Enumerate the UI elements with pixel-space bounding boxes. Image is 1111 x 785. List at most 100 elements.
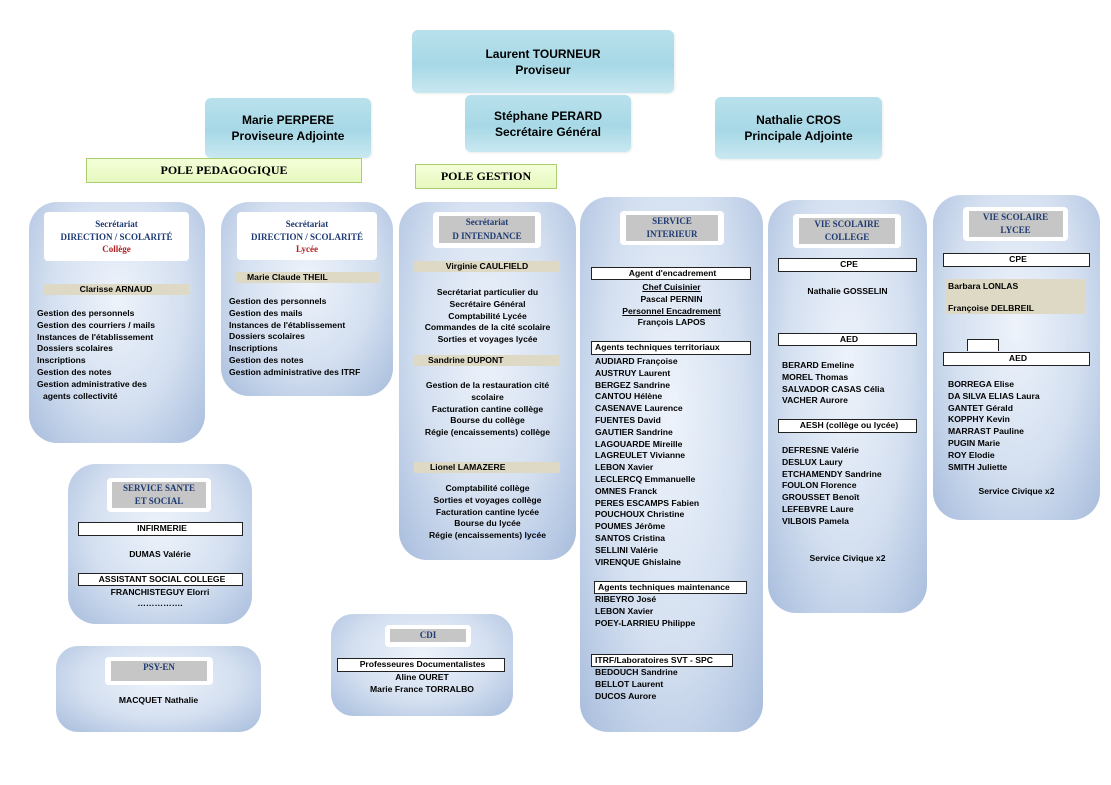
list-item: LAGOUARDE Mireille <box>595 438 683 449</box>
list-item: DESLUX Laury <box>782 456 843 467</box>
vs-college-header: VIE SCOLAIRE COLLEGE <box>793 214 901 248</box>
task-list: Gestion des personnels Gestion des mails… <box>229 296 360 379</box>
list-item: Gestion des courriers / mails <box>37 319 155 330</box>
aesh-list: DEFRESNE Valérie DESLUX Laury ETCHAMENDY… <box>782 445 882 528</box>
service-civique: Service Civique x2 <box>978 486 1055 496</box>
aesh-label: AESH (collège ou lycée) <box>778 419 917 433</box>
list-item: POUMES Jérôme <box>595 521 666 532</box>
cpe-people: Barbara LONLAS Françoise DELBREIL <box>945 279 1086 314</box>
list-item: scolaire <box>471 391 504 402</box>
principale-adjointe-box: Nathalie CROS Principale Adjointe <box>715 97 882 159</box>
proviseure-adjointe-name: Marie PERPERE <box>241 113 335 127</box>
header-line: INTERIEUR <box>626 228 718 241</box>
cdi-header: CDI <box>385 625 471 647</box>
secretariat-college-panel: Secrétariat DIRECTION / SCOLARITÉ Collèg… <box>29 202 205 443</box>
list-item: CASENAVE Laurence <box>595 403 683 414</box>
list-item: PERES ESCAMPS Fabien <box>595 497 700 508</box>
psy-en-person: MACQUET Nathalie <box>118 695 199 705</box>
header-line: VIE SCOLAIRE <box>799 218 895 231</box>
service-interieur-header: SERVICE INTERIEUR <box>620 211 724 245</box>
agent-encadrement-label: Agent d'encadrement <box>591 267 751 280</box>
list-item: MOREL Thomas <box>782 371 849 382</box>
list-item: Aline OURET <box>395 672 449 682</box>
encadrement-list: Chef Cuisinier Pascal PERNIN Personnel E… <box>580 282 763 329</box>
header-line: CDI <box>390 629 466 642</box>
header-line: Collège <box>102 244 131 254</box>
header-line: PSY-EN <box>111 661 207 681</box>
list-item: Gestion des notes <box>229 354 304 365</box>
secretaire-general-box: Stéphane PERARD Secrétaire Général <box>465 95 631 152</box>
list-item: Régie (encaissements) lycée <box>399 530 576 542</box>
list-item: BELLOT Laurent <box>595 678 664 689</box>
intendance-header: Secrétariat D INTENDANCE <box>433 212 541 248</box>
task-list: Comptabilité collège Sorties et voyages … <box>399 483 576 542</box>
service-interieur-panel: SERVICE INTERIEUR Agent d'encadrement Ch… <box>580 197 763 732</box>
service-sante-header: SERVICE SANTE ET SOCIAL <box>107 478 211 512</box>
regie-highlight: lycée <box>524 530 547 541</box>
list-item: RIBEYRO José <box>595 594 657 604</box>
service-civique: Service Civique x2 <box>809 553 886 563</box>
header-line: SERVICE SANTE <box>112 482 206 495</box>
list-item: GANTET Gérald <box>948 402 1013 413</box>
list-item: OMNES Franck <box>595 485 658 496</box>
list-item: Dossiers scolaires <box>37 343 113 354</box>
proviseure-adjointe-title: Proviseure Adjointe <box>231 129 345 143</box>
infirmerie-label: INFIRMERIE <box>78 522 243 536</box>
list-item: Inscriptions <box>37 355 86 366</box>
task-list: Secrétariat particulier du Secrétaire Gé… <box>399 287 576 346</box>
list-item: Gestion administrative des <box>37 378 147 389</box>
list-item: Gestion des personnels <box>37 308 135 318</box>
list-item: VACHER Aurore <box>782 395 848 406</box>
secretaire-general-name: Stéphane PERARD <box>493 108 603 123</box>
list-item: Commandes de la cité scolaire <box>424 322 551 333</box>
infirmerie-person: DUMAS Valérie <box>129 549 191 559</box>
list-item: AUDIARD Françoise <box>595 356 678 366</box>
task-list: Gestion de la restauration cité scolaire… <box>399 380 576 439</box>
header-line: VIE SCOLAIRE <box>968 211 1063 224</box>
principale-adjointe-title: Principale Adjointe <box>744 129 853 143</box>
cdi-label: Professeures Documentalistes <box>337 658 505 672</box>
list-item: Secrétariat particulier du <box>436 287 539 297</box>
list-item: Marie France TORRALBO <box>370 683 474 694</box>
list-item: agents collectivité <box>43 390 118 401</box>
list-item: Instances de l'établissement <box>229 319 346 330</box>
proviseur-title: Proviseur <box>515 62 571 77</box>
cdi-panel: CDI Professeures Documentalistes Aline O… <box>331 614 513 716</box>
person-label: Lionel LAMAZERE <box>414 462 560 473</box>
psy-en-panel: PSY-EN MACQUET Nathalie <box>56 646 261 732</box>
pole-pedagogique: POLE PEDAGOGIQUE <box>86 158 362 183</box>
list-item: Facturation cantine collège <box>431 403 544 414</box>
dots: ……………. <box>137 598 183 608</box>
cpe-label: CPE <box>943 253 1090 267</box>
maintenance-list: RIBEYRO José LEBON Xavier POEY-LARRIEU P… <box>595 594 695 629</box>
list-item: MARRAST Pauline <box>948 426 1024 437</box>
list-item: Instances de l'établissement <box>37 331 154 342</box>
list-item: SALVADOR CASAS Célia <box>782 383 885 394</box>
header-line: ET SOCIAL <box>112 495 206 508</box>
list-item: SELLINI Valérie <box>595 544 659 555</box>
list-item: VILBOIS Pamela <box>782 515 849 526</box>
regie-text: Régie (encaissements) <box>428 530 523 541</box>
list-item: DUCOS Aurore <box>595 690 657 701</box>
person-label: Marie Claude THEIL <box>235 272 379 283</box>
itrf-label: ITRF/Laboratoires SVT - SPC <box>591 654 733 667</box>
list-item: POEY-LARRIEU Philippe <box>595 617 696 628</box>
list-item: Régie (encaissements) collège <box>424 427 551 438</box>
list-item: Gestion des personnels <box>229 296 327 306</box>
list-item: PUGIN Marie <box>948 437 1001 448</box>
list-item: FUENTES David <box>595 414 661 425</box>
list-item: Gestion de la restauration cité <box>425 380 550 390</box>
service-sante-panel: SERVICE SANTE ET SOCIAL INFIRMERIE DUMAS… <box>68 464 252 624</box>
list-item: DA SILVA ELIAS Laura <box>948 390 1040 401</box>
intendance-panel: Secrétariat D INTENDANCE Virginie CAULFI… <box>399 202 576 560</box>
secretariat-lycee-panel: Secrétariat DIRECTION / SCOLARITÉ Lycée … <box>221 202 393 396</box>
list-item: Comptabilité Lycée <box>448 310 527 321</box>
list-item: Facturation cantine lycée <box>435 506 540 517</box>
territoriaux-list: AUDIARD Françoise AUSTRUY Laurent BERGEZ… <box>595 356 699 568</box>
task-list: Gestion des personnels Gestion des courr… <box>37 308 155 402</box>
aed-list: BERARD Emeline MOREL Thomas SALVADOR CAS… <box>782 360 884 407</box>
vie-scolaire-college-panel: VIE SCOLAIRE COLLEGE CPE Nathalie GOSSEL… <box>768 200 927 613</box>
header-line: DIRECTION / SCOLARITÉ <box>60 231 173 242</box>
assistant-social-label: ASSISTANT SOCIAL COLLEGE <box>78 573 243 586</box>
header-line: DIRECTION / SCOLARITÉ <box>250 231 364 242</box>
